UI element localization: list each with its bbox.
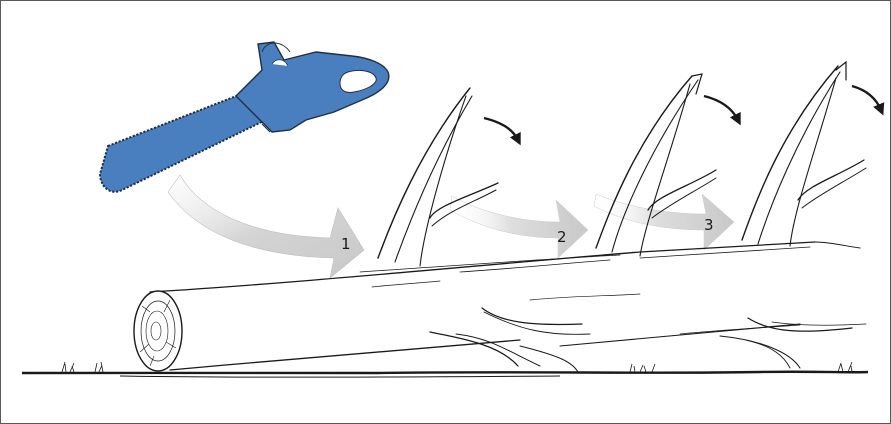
step-label-1: 1 xyxy=(341,235,351,253)
guide-arrow-2 xyxy=(450,196,588,258)
branch-3 xyxy=(742,62,866,246)
branch-1 xyxy=(378,88,498,266)
grass-tuft xyxy=(62,362,852,372)
rotation-arrow-icon xyxy=(704,96,738,120)
step-label-2: 2 xyxy=(557,228,567,246)
log xyxy=(150,242,866,372)
log-end xyxy=(134,291,182,371)
rotation-arrow-icon xyxy=(484,118,518,140)
rotation-arrow-icon xyxy=(852,86,881,110)
guide-arrow-1 xyxy=(168,175,364,278)
chainsaw-icon xyxy=(100,42,389,192)
step-label-3: 3 xyxy=(704,216,714,234)
